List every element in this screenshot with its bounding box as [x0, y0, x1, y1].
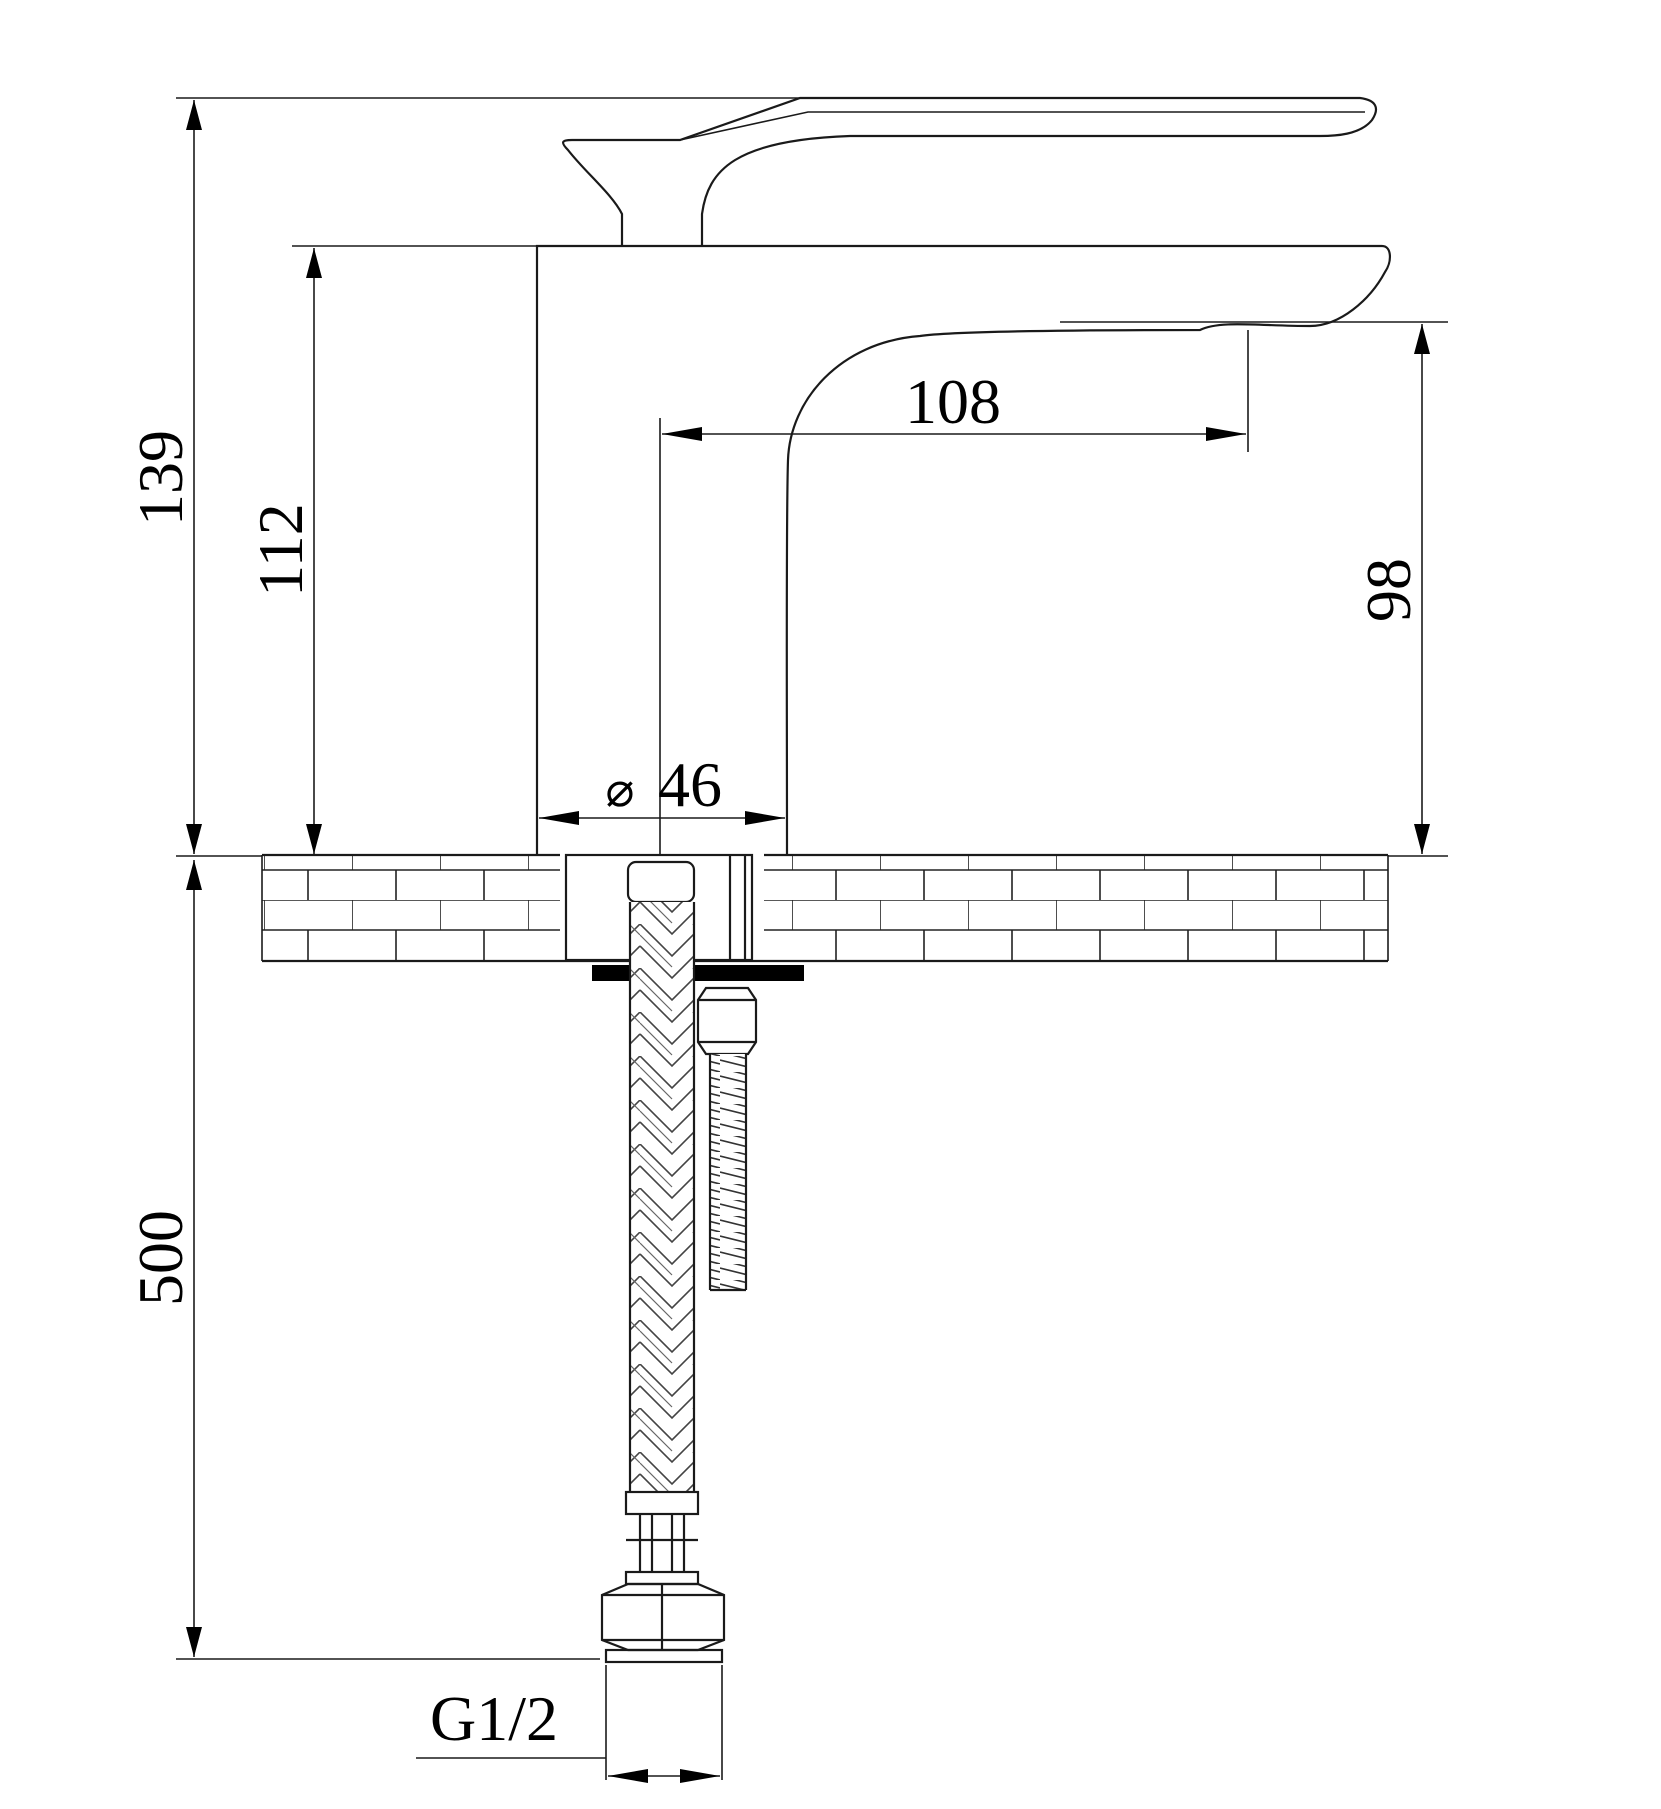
hose-ferrule — [624, 1514, 700, 1586]
dim-thread: G1/2 — [430, 1683, 558, 1754]
diameter-symbol: ⌀ — [606, 764, 635, 817]
lever-handle — [562, 96, 1378, 246]
dim-base-diameter: 46 — [658, 749, 722, 820]
dimension-labels: 139 112 98 108 ⌀ 46 500 G1/2 — [125, 366, 1424, 1754]
dim-spout-clearance: 98 — [1353, 558, 1424, 622]
rod-nut — [696, 986, 758, 1056]
extension-lines — [176, 97, 1448, 1780]
faucet-body — [535, 244, 1391, 857]
threaded-rod — [696, 986, 758, 1292]
countertop — [261, 853, 1389, 963]
braided-hose — [600, 902, 726, 1664]
dim-hose-length: 500 — [125, 1210, 196, 1306]
hose-nut — [600, 1582, 726, 1664]
dim-body-height: 112 — [245, 503, 316, 597]
mounting-washer — [592, 965, 804, 981]
dimension-lines — [186, 100, 1430, 1783]
dim-overall-height: 139 — [125, 430, 196, 526]
dim-spout-reach: 108 — [905, 366, 1001, 437]
